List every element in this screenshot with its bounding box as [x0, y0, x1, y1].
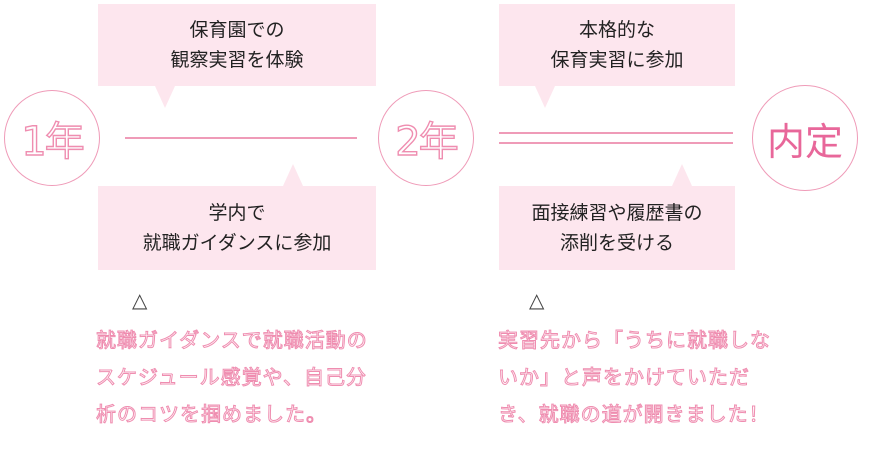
note-year1: 就職ガイダンスで就職活動の スケジュール感覚や、自己分 析のコツを掴めました。 [96, 322, 368, 433]
note-marker-year2-icon: △ [529, 288, 545, 312]
step-year1-label: 1年 [21, 118, 86, 165]
bubble-year1-top: 保育園での 観察実習を体験 [98, 4, 376, 86]
bubble-year1-bottom-line1: 学内で [208, 202, 266, 224]
bubble-year2-top-tail [535, 86, 555, 108]
bubble-year1-bottom-tail [283, 164, 303, 186]
note-year1-line3: 析のコツを掴めました。 [96, 402, 327, 427]
note-year2-line1: 実習先から「うちに就職しな [498, 328, 771, 353]
connector-year2-final-upper [499, 132, 733, 134]
bubble-year1-top-line2: 観察実習を体験 [170, 49, 304, 71]
note-year1-line2: スケジュール感覚や、自己分 [96, 365, 367, 390]
bubble-year2-bottom-tail [672, 164, 692, 186]
bubble-year2-bottom-line1: 面接練習や履歴書の [531, 202, 703, 224]
bubble-year1-top-tail [155, 86, 175, 108]
step-year2-label: 2年 [395, 118, 460, 165]
connector-year1-year2 [125, 137, 357, 139]
final-offer-circle: 内定 [752, 85, 858, 191]
note-year2-line3: き、就職の道が開きました！ [498, 402, 770, 427]
note-year2-line2: いか」と声をかけていただ [498, 365, 750, 390]
note-year1-line1: 就職ガイダンスで就職活動の [96, 328, 368, 353]
bubble-year2-top-line2: 保育実習に参加 [550, 49, 684, 71]
bubble-year1-top-line1: 保育園での [189, 19, 285, 41]
connector-year2-final-lower [499, 142, 733, 144]
step-year1-circle: 1年 [4, 90, 100, 186]
step-year2-circle: 2年 [378, 90, 474, 186]
bubble-year2-top: 本格的な 保育実習に参加 [499, 4, 735, 86]
note-year2: 実習先から「うちに就職しな いか」と声をかけていただ き、就職の道が開きました！ [498, 322, 771, 433]
note-marker-year1-icon: △ [132, 288, 148, 312]
final-offer-label: 内定 [766, 119, 843, 164]
bubble-year2-bottom-line2: 添削を受ける [559, 232, 674, 254]
bubble-year1-bottom-line2: 就職ガイダンスに参加 [142, 232, 332, 254]
bubble-year2-bottom: 面接練習や履歴書の 添削を受ける [499, 186, 735, 270]
bubble-year1-bottom: 学内で 就職ガイダンスに参加 [98, 186, 376, 270]
bubble-year2-top-line1: 本格的な [578, 19, 655, 41]
